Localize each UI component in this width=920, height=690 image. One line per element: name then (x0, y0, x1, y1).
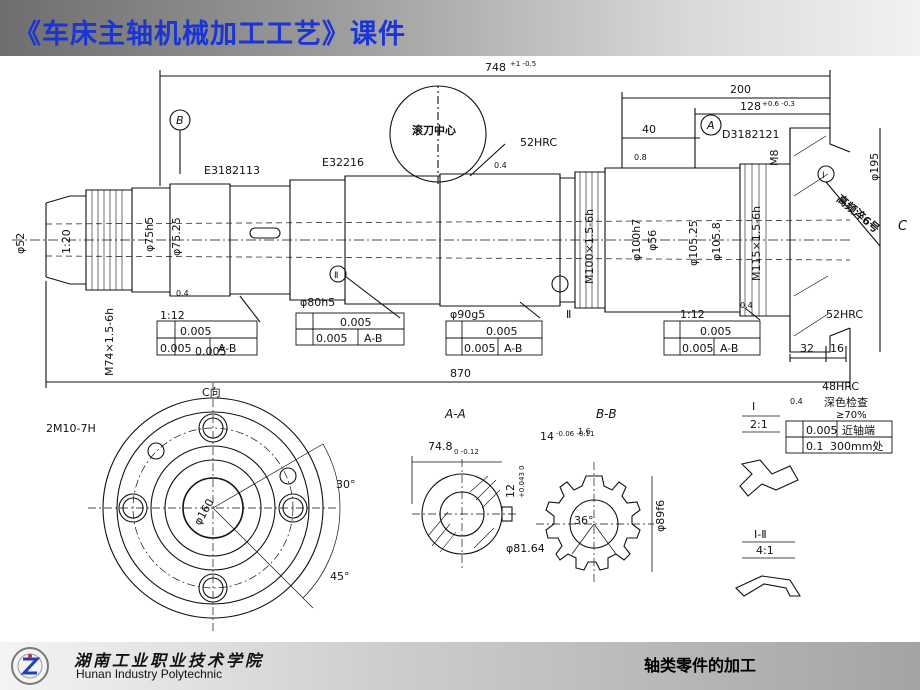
footer-bar: 湖南工业职业技术学院 Hunan Industry Polytechnic 轴类… (0, 642, 920, 690)
hrc-52-top: 52HRC (520, 136, 557, 149)
dim-14-tol: -0.06 -0.11 (556, 430, 594, 438)
dim-40: 40 (642, 123, 656, 136)
dim-32: 32 (800, 342, 814, 355)
detail-12-scale: 4:1 (756, 544, 774, 557)
c-view-label: C向 (202, 385, 221, 399)
ref-e32216: E32216 (322, 156, 364, 169)
tol-0005-ab-b3: 0.005 (464, 342, 496, 355)
dia-8916: φ89f6 (654, 500, 667, 532)
thread-2m10: 2M10-7H (46, 422, 96, 435)
dim-12: 12 (504, 484, 517, 498)
dia-80h5: φ80h5 (300, 296, 335, 309)
detail-12-title: Ⅰ-Ⅱ (754, 528, 767, 541)
dim-748-tol: +1 -0.5 (510, 60, 536, 68)
roman-2-label: Ⅱ (566, 308, 571, 321)
dia-10525: φ105.25 (687, 220, 700, 266)
detail-1-title: Ⅰ (752, 400, 755, 413)
dim-748: 748 (485, 61, 506, 74)
val-16: 1.6 (578, 427, 591, 436)
tol-0005-ab-b2: 0.005 (316, 332, 348, 345)
roman-1-mark: Ⅰ (822, 171, 825, 181)
chapter-title: 轴类零件的加工 (644, 656, 757, 675)
school-name-en: Hunan Industry Polytechnic (76, 667, 223, 681)
dim-200: 200 (730, 83, 751, 96)
section-aa: A-A (444, 407, 466, 421)
header-bar: 《车床主轴机械加工工艺》课件 (0, 0, 920, 56)
page-title: 《车床主轴机械加工工艺》课件 (14, 19, 406, 50)
tol-0005-b1: 0.005 (195, 345, 227, 358)
dia-100h7: φ100h7 (630, 219, 643, 261)
tol-frame-b4: 0.005 (700, 325, 732, 338)
taper-1-12-left: 1:12 (160, 309, 185, 322)
dia-52: φ52 (14, 233, 27, 254)
detail-1-scale: 2:1 (750, 418, 768, 431)
dim-12-tol: +0.043 0 (518, 465, 526, 498)
ref-d3182121: D3182121 (722, 128, 779, 141)
hob-center-label: 滚刀中心 (412, 123, 456, 137)
thread-m100: M100×1.5-6h (583, 209, 596, 284)
hrc-48: 48HRC (822, 380, 859, 393)
roman-2-mark: Ⅱ (334, 271, 338, 281)
hardened-label: 高频淬6号 (834, 192, 883, 236)
dia-195: φ195 (868, 153, 881, 181)
datum-c: C (898, 219, 908, 234)
dia-7525: φ75.25 (170, 217, 183, 256)
angle-45: 45° (330, 570, 350, 583)
ab-b1: A-B (218, 342, 236, 355)
tol-300: 300mm处 (830, 440, 883, 453)
ratio-1-20: 1:20 (60, 229, 73, 254)
thread-m74: M74×1.5-6h (103, 308, 116, 376)
tol-01: 0.1 (806, 440, 824, 453)
dim-128-tol: +0.6 -0.3 (762, 100, 795, 108)
dia-56: φ56 (646, 230, 659, 251)
school-logo-icon (11, 647, 49, 685)
dia-1058: φ105.8 (710, 222, 723, 261)
dim-128: 128 (740, 100, 761, 113)
dia-75h5: φ75h5 (143, 217, 156, 252)
dia-90g5: φ90g5 (450, 308, 485, 321)
dim-16: 16 (830, 342, 844, 355)
tol-0005-ab-b4: 0.005 (682, 342, 714, 355)
hrc-52-bottom: 52HRC (826, 308, 863, 321)
ab-b4: A-B (720, 342, 738, 355)
dia-8164: φ81.64 (506, 542, 545, 555)
thread-m115: M115×1.5-6h (750, 206, 763, 281)
dim-14: 14 (540, 430, 554, 443)
dim-748-small-tol: 0 -0.12 (454, 448, 479, 456)
tol-0005-ab-b1: 0.005 (160, 342, 192, 355)
ratio-70: ≥70% (836, 410, 867, 421)
school-name-cn: 湖南工业职业技术学院 (74, 651, 265, 670)
dim-748-small: 74.8 (428, 440, 453, 453)
val-04-d: 0.4 (790, 397, 803, 406)
angle-30: 30° (336, 478, 356, 491)
near-end: 近轴端 (842, 423, 875, 437)
val-08: 0.8 (634, 153, 647, 162)
ab-b3: A-B (504, 342, 522, 355)
val-04-a: 0.4 (494, 161, 507, 170)
val-04-b: 0.4 (176, 289, 189, 298)
tol-frame-b1: 0.005 (180, 325, 212, 338)
angle-36: 36° (574, 514, 594, 527)
color-check: 深色检查 (824, 395, 868, 409)
spindle-engineering-drawing: 748 +1 -0.5 200 128 +0.6 -0.3 40 870 32 … (12, 60, 908, 633)
section-bb: B-B (596, 407, 617, 421)
dim-870: 870 (450, 367, 471, 380)
tol-0005-right: 0.005 (806, 424, 838, 437)
datum-a: A (706, 119, 715, 132)
ab-b2: A-B (364, 332, 382, 345)
m8-label: M8 (768, 150, 781, 167)
datum-b: B (176, 114, 184, 127)
val-04-c: 0.4 (740, 301, 753, 310)
taper-1-12-right: 1:12 (680, 308, 705, 321)
tol-frame-b3: 0.005 (486, 325, 518, 338)
tol-frame-b2: 0.005 (340, 316, 372, 329)
ref-e3182113: E3182113 (204, 164, 260, 177)
